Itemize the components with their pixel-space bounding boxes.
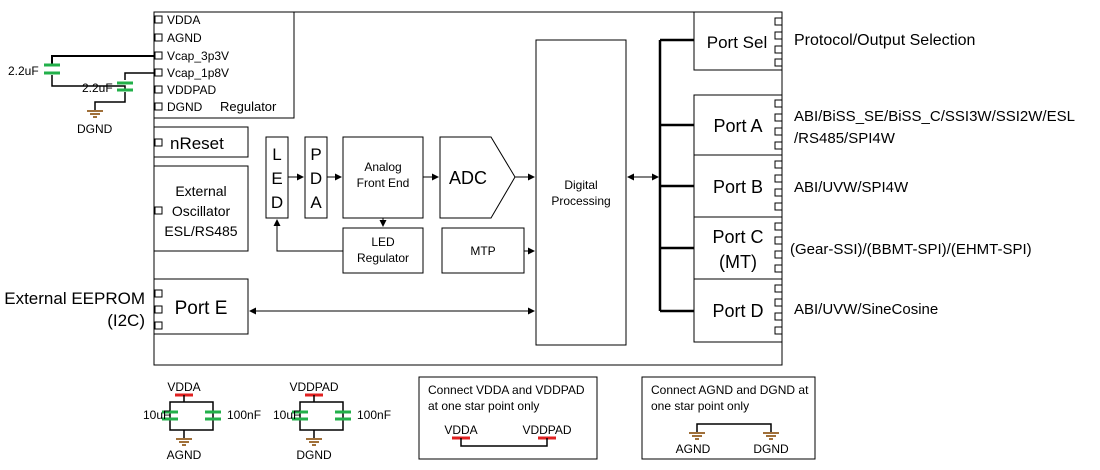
vddpad-cap-100nf-icon [335,410,351,421]
digital-line1: Digital [564,178,597,192]
led-letter-d: D [271,193,283,212]
regulator-label: Regulator [220,99,277,114]
cap-3p3v-icon [44,63,60,75]
agnd-ground-icon [176,438,192,446]
power-note-line1: Connect VDDA and VDDPAD [428,383,585,397]
adc-block: ADC [439,136,516,219]
power-note-line2: at one star point only [428,399,539,413]
digital-line2: Processing [551,194,610,208]
port-c-block: Port C (MT) [693,216,783,280]
power-note-left-label: VDDA [444,423,477,437]
port-b-block: Port B [693,154,783,218]
oscillator-line2: Oscillator [172,203,231,219]
pin-vcap-1p8v: Vcap_1p8V [167,66,229,80]
pda-letter-d: D [310,169,322,188]
digital-processing-block: Digital Processing [535,39,627,346]
eeprom-line1: External EEPROM [4,289,145,308]
power-note-right-label: VDDPAD [522,423,571,437]
vdda-cap1-value: 10uF [143,408,170,422]
port-e-label: Port E [175,298,228,319]
pin-dgnd: DGND [167,100,203,114]
vdda-decoupling-ground: AGND [167,448,202,462]
port-b-desc: ABI/UVW/SPI4W [794,179,909,196]
afe-line2: Front End [357,176,410,190]
pin-agnd: AGND [167,31,202,45]
pda-letter-p: P [310,145,321,164]
port-bus [658,38,694,313]
port-a-block: Port A [693,94,783,156]
oscillator-block: External Oscillator ESL/RS485 [153,165,249,252]
port-c-label-line1: Port C [712,227,763,247]
afe-line1: Analog [364,160,401,174]
vddpad-decoupling-supply: VDDPAD [289,380,338,394]
cap-3p3v-value: 2.2uF [8,64,39,78]
vdda-cap-100nf-icon [205,410,221,421]
signal-connectors [249,173,659,315]
dgnd-ground-icon-2 [306,438,322,446]
ground-note-line1: Connect AGND and DGND at [651,383,809,397]
port-a-desc-line1: ABI/BiSS_SE/BiSS_C/SSI3W/SSI2W/ESL [794,108,1075,125]
vddpad-decoupling-ground: DGND [296,448,332,462]
vddpad-cap1-value: 10uF [273,408,300,422]
vddpad-cap2-value: 100nF [357,408,391,422]
port-e-block: Port E [153,278,249,335]
port-b-label: Port B [713,177,763,197]
cap-1p8v-icon [117,81,133,92]
ground-note-line2: one star point only [651,399,749,413]
pda-block: P D A [304,136,328,219]
led-block: L E D [265,136,289,219]
regulator-external-caps: 2.2uF 2.2uF DGND [8,55,155,136]
regulator-ground-label: DGND [77,122,113,136]
ground-note-left-label: AGND [676,442,711,456]
mtp-label: MTP [470,244,495,258]
port-sel-label: Port Sel [707,33,767,52]
dgnd-ground-icon [87,110,103,118]
port-c-label-line2: (MT) [719,252,757,272]
agnd-star-ground-icon [689,432,705,440]
pin-vdda: VDDA [167,13,200,27]
oscillator-line1: External [175,183,226,199]
vdda-decoupling-supply: VDDA [167,380,200,394]
pin-vddpad: VDDPAD [167,83,216,97]
port-sel-desc: Protocol/Output Selection [794,32,975,49]
adc-label: ADC [449,168,487,188]
ground-note-right-label: DGND [753,442,789,456]
power-star-point-note: Connect VDDA and VDDPAD at one star poin… [418,376,598,460]
vddpad-cap-10uf-icon [292,410,308,421]
analog-front-end-block: Analog Front End [342,136,424,219]
port-c-desc: (Gear-SSI)/(BBMT-SPI)/(EHMT-SPI) [790,241,1032,258]
ground-star-point-note: Connect AGND and DGND at one star point … [641,376,816,460]
nreset-block: nReset [153,126,249,158]
led-letter-l: L [272,145,281,164]
led-regulator-block: LED Regulator [342,227,424,274]
eeprom-line2: (I2C) [107,311,145,330]
mtp-block: MTP [441,227,525,274]
vdda-decoupling: VDDA 10uF 100nF AGND [143,380,261,462]
dgnd-star-ground-icon [763,432,779,440]
led-regulator-line1: LED [371,235,395,249]
port-sel-block: Port Sel [693,11,783,71]
nreset-label: nReset [170,134,224,153]
vddpad-decoupling: VDDPAD 10uF 100nF DGND [273,380,391,462]
port-a-desc-line2: /RS485/SPI4W [794,130,896,147]
oscillator-line3: ESL/RS485 [164,223,237,239]
port-d-desc: ABI/UVW/SineCosine [794,301,938,318]
vdda-cap-10uf-icon [162,410,178,421]
led-letter-e: E [271,169,282,188]
port-d-label: Port D [712,301,763,321]
vdda-cap2-value: 100nF [227,408,261,422]
port-a-label: Port A [713,116,762,136]
pin-vcap-3p3v: Vcap_3p3V [167,49,229,63]
pda-letter-a: A [310,193,322,212]
led-regulator-line2: Regulator [357,251,409,265]
port-d-block: Port D [693,278,783,343]
cap-1p8v-value: 2.2uF [82,81,113,95]
regulator-block: VDDA AGND Vcap_3p3V Vcap_1p8V VDDPAD DGN… [153,11,295,119]
